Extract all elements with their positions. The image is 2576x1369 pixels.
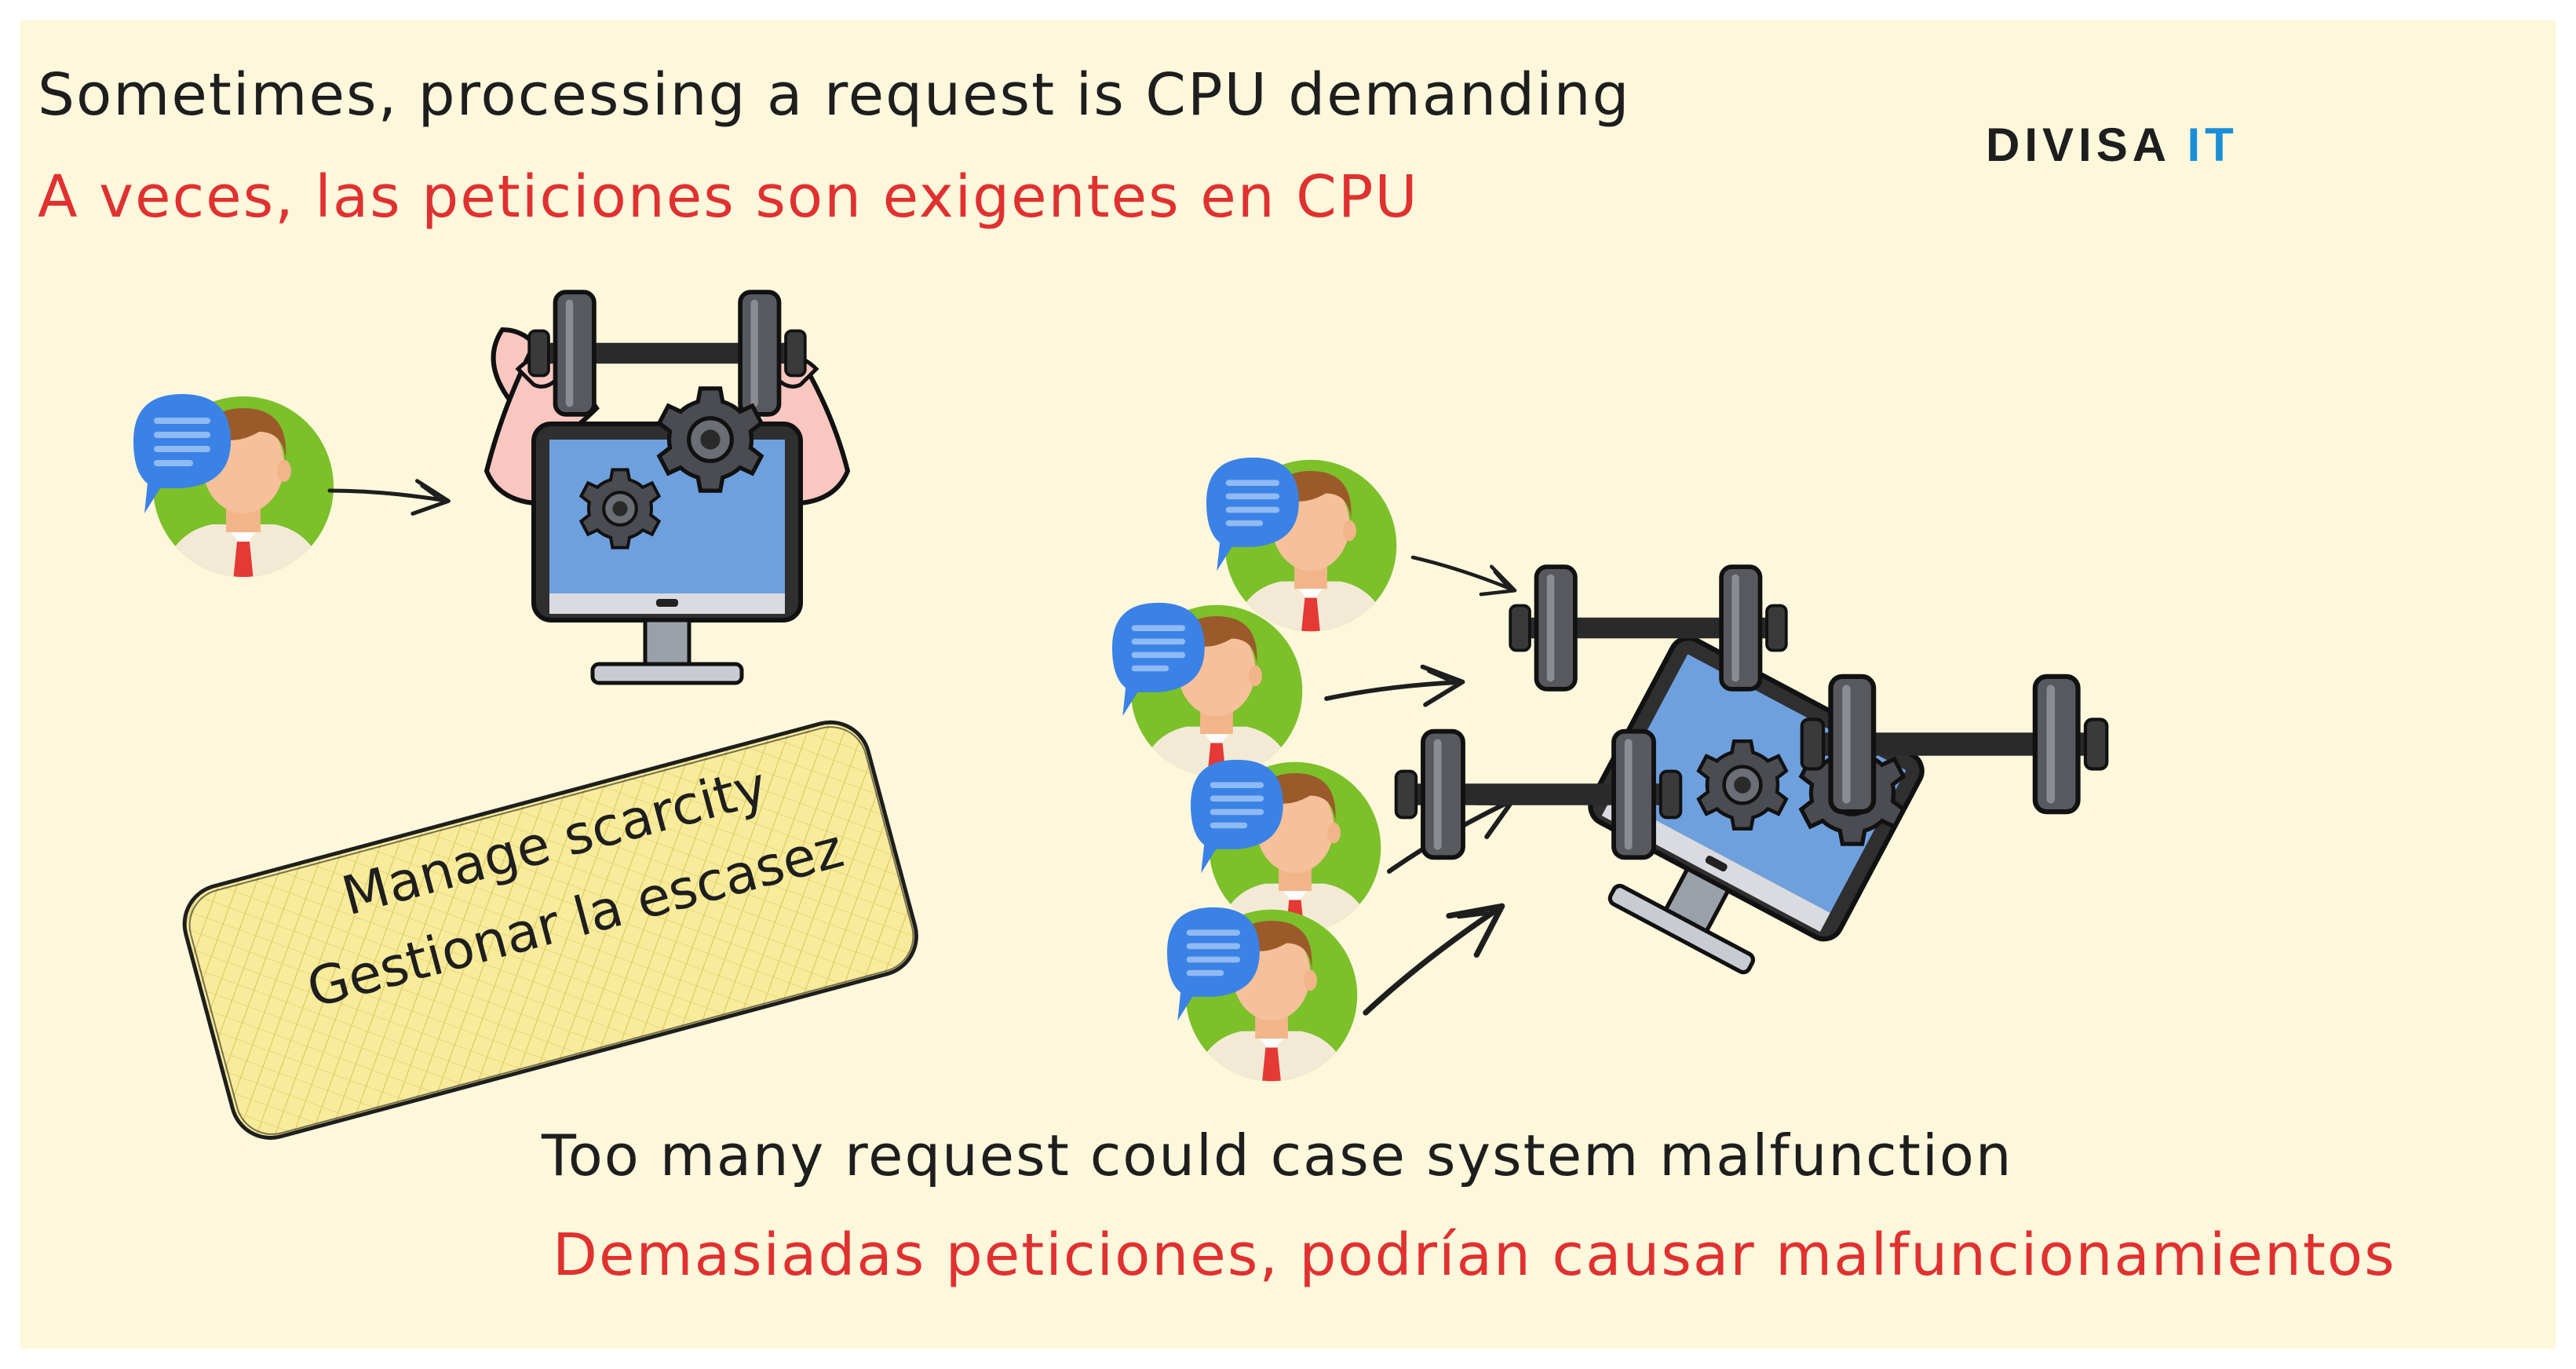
overloaded-computer-icon xyxy=(1396,567,2107,1003)
strong-computer-icon xyxy=(483,292,851,683)
logo-main-text: DIVISA xyxy=(1986,119,2187,171)
headline-english: Sometimes, processing a request is CPU d… xyxy=(38,61,1631,129)
caption-spanish: Demasiadas peticiones, podrían causar ma… xyxy=(553,1221,2396,1289)
request-arrow-2 xyxy=(1324,663,1465,717)
brand-logo: DIVISA IT xyxy=(1986,118,2238,172)
user-avatar-4 xyxy=(1167,907,1357,1101)
single-request-arrow xyxy=(328,473,450,517)
caption-english: Too many request could case system malfu… xyxy=(542,1123,2013,1188)
request-arrow-4 xyxy=(1350,886,1516,1031)
logo-accent-text: IT xyxy=(2187,119,2238,171)
headline-spanish: A veces, las peticiones son exigentes en… xyxy=(38,163,1419,231)
single-user-avatar xyxy=(133,394,334,598)
request-arrow-1 xyxy=(1408,542,1520,604)
scarcity-note xyxy=(182,720,918,1140)
